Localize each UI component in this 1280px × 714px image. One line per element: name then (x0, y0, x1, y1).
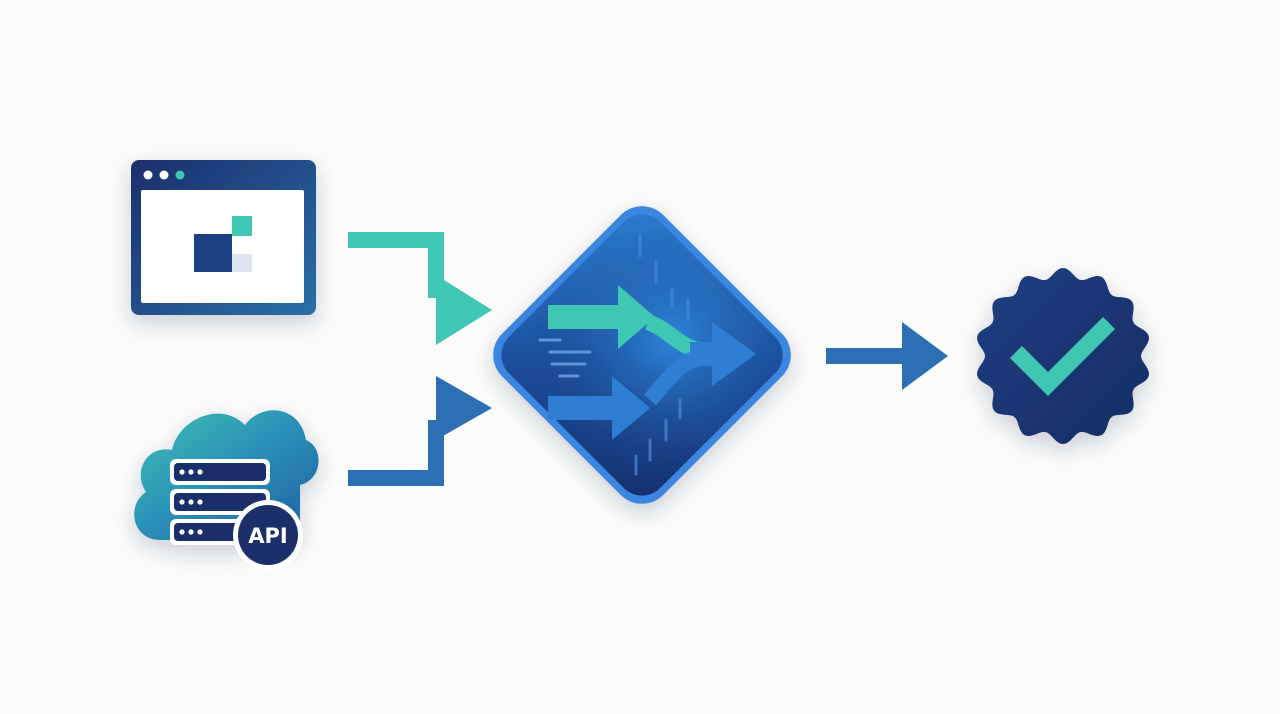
arrowhead-icon (436, 275, 492, 345)
arrowhead-icon (902, 322, 948, 390)
api-badge-label: API (248, 524, 287, 548)
cloud-server-icon (134, 410, 319, 545)
connector-browser-to-processor (348, 232, 492, 345)
connector-api-to-processor (348, 376, 492, 486)
arrowhead-icon (436, 376, 492, 440)
connector-processor-to-verified (826, 322, 948, 390)
merge-arrows-diamond-icon (493, 206, 791, 504)
api-badge: API (233, 500, 303, 570)
browser-window-icon (131, 160, 316, 315)
verified-check-badge-icon (977, 268, 1149, 444)
